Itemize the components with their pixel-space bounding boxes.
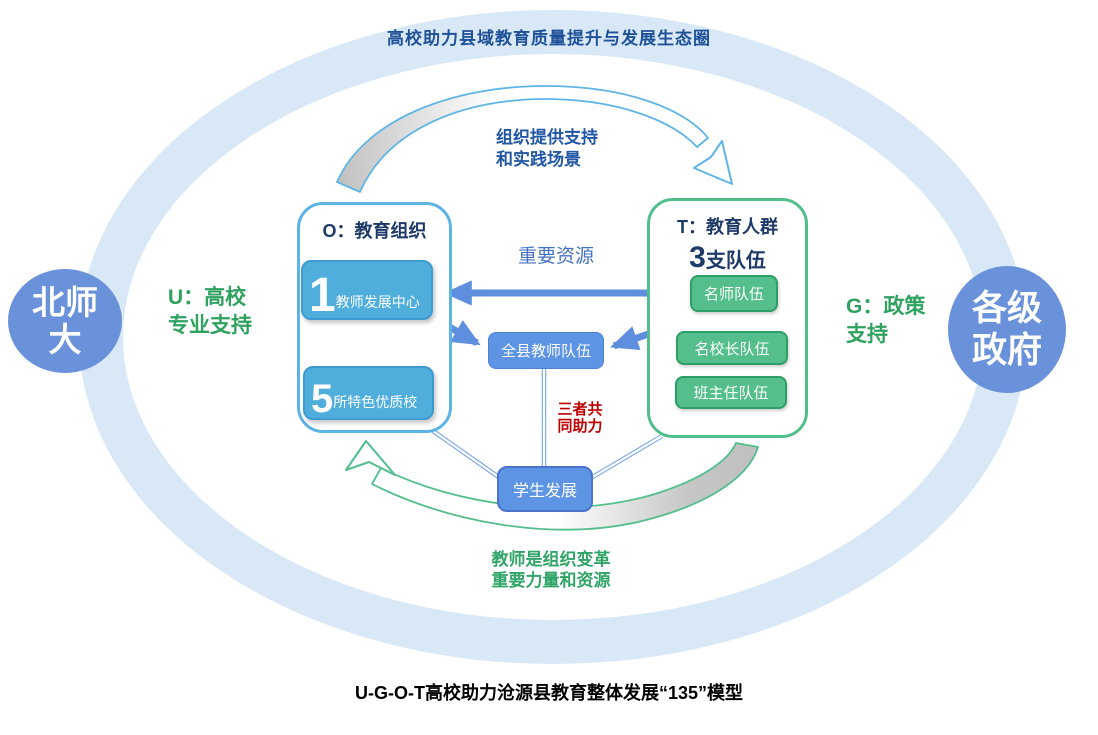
student-development-node: 学生发展 bbox=[497, 466, 593, 512]
bottom-arrow-caption: 教师是组织变革 重要力量和资源 bbox=[465, 549, 637, 591]
g-support-label: G：政策 支持 bbox=[846, 293, 925, 349]
organization-title: O：教育组织 bbox=[322, 221, 427, 241]
g-support-line2: 支持 bbox=[846, 323, 888, 346]
teacher-dev-center-number: 1 bbox=[309, 268, 336, 322]
university-circle: 北师 大 bbox=[8, 269, 122, 373]
bottom-arrow-caption-line2: 重要力量和资源 bbox=[491, 571, 611, 590]
government-circle-line2: 政府 bbox=[971, 330, 1042, 370]
top-arrow-caption: 组织提供支持 和实践场景 bbox=[496, 127, 598, 171]
team-famous-teachers: 名师队伍 bbox=[690, 275, 778, 312]
people-subtitle-number: 3 bbox=[689, 241, 706, 274]
joint-effort-label: 三者共 同助力 bbox=[545, 401, 615, 435]
quality-schools-label: 所特色优质校 bbox=[333, 394, 418, 410]
team-head-teachers: 班主任队伍 bbox=[675, 376, 787, 409]
people-subtitle: 3支队伍 bbox=[650, 241, 805, 275]
g-support-line1: G：政策 bbox=[846, 295, 926, 318]
team-famous-principals: 名校长队伍 bbox=[676, 331, 788, 365]
u-support-line1: U：高校 bbox=[168, 286, 247, 309]
teacher-dev-center-box: 1 教师发展中心 bbox=[301, 260, 433, 320]
people-title: T：教育人群 bbox=[677, 217, 778, 237]
model-caption: U-G-O-T高校助力沧源县教育整体发展“135”模型 bbox=[354, 683, 743, 703]
key-resource-label: 重要资源 bbox=[517, 246, 594, 267]
government-circle-line1: 各级 bbox=[971, 288, 1042, 328]
quality-schools-box: 5 所特色优质校 bbox=[303, 366, 434, 420]
joint-effort-line2: 同助力 bbox=[557, 418, 603, 435]
university-circle-line1: 北师 bbox=[32, 284, 98, 321]
quality-schools-number: 5 bbox=[311, 377, 334, 422]
people-subtitle-text: 支队伍 bbox=[705, 250, 766, 272]
county-teachers-node: 全县教师队伍 bbox=[488, 332, 604, 369]
student-connectors bbox=[431, 369, 664, 480]
bottom-arrowhead-icon bbox=[345, 440, 396, 476]
ecosystem-title: 高校助力县域教育质量提升与发展生态圈 bbox=[387, 29, 711, 48]
bottom-arrow-caption-line1: 教师是组织变革 bbox=[491, 550, 611, 569]
university-circle-line2: 大 bbox=[48, 321, 82, 358]
top-arrow-caption-line2: 和实践场景 bbox=[496, 150, 581, 169]
u-support-line2: 专业支持 bbox=[168, 314, 252, 337]
government-circle: 各级 政府 bbox=[948, 266, 1066, 393]
top-curved-arrow bbox=[336, 85, 733, 193]
joint-effort-line1: 三者共 bbox=[557, 401, 603, 418]
teacher-dev-center-label: 教师发展中心 bbox=[335, 294, 420, 310]
u-support-label: U：高校 专业支持 bbox=[168, 284, 252, 340]
top-arrowhead-icon bbox=[693, 140, 733, 185]
top-arrow-caption-line1: 组织提供支持 bbox=[496, 128, 598, 147]
